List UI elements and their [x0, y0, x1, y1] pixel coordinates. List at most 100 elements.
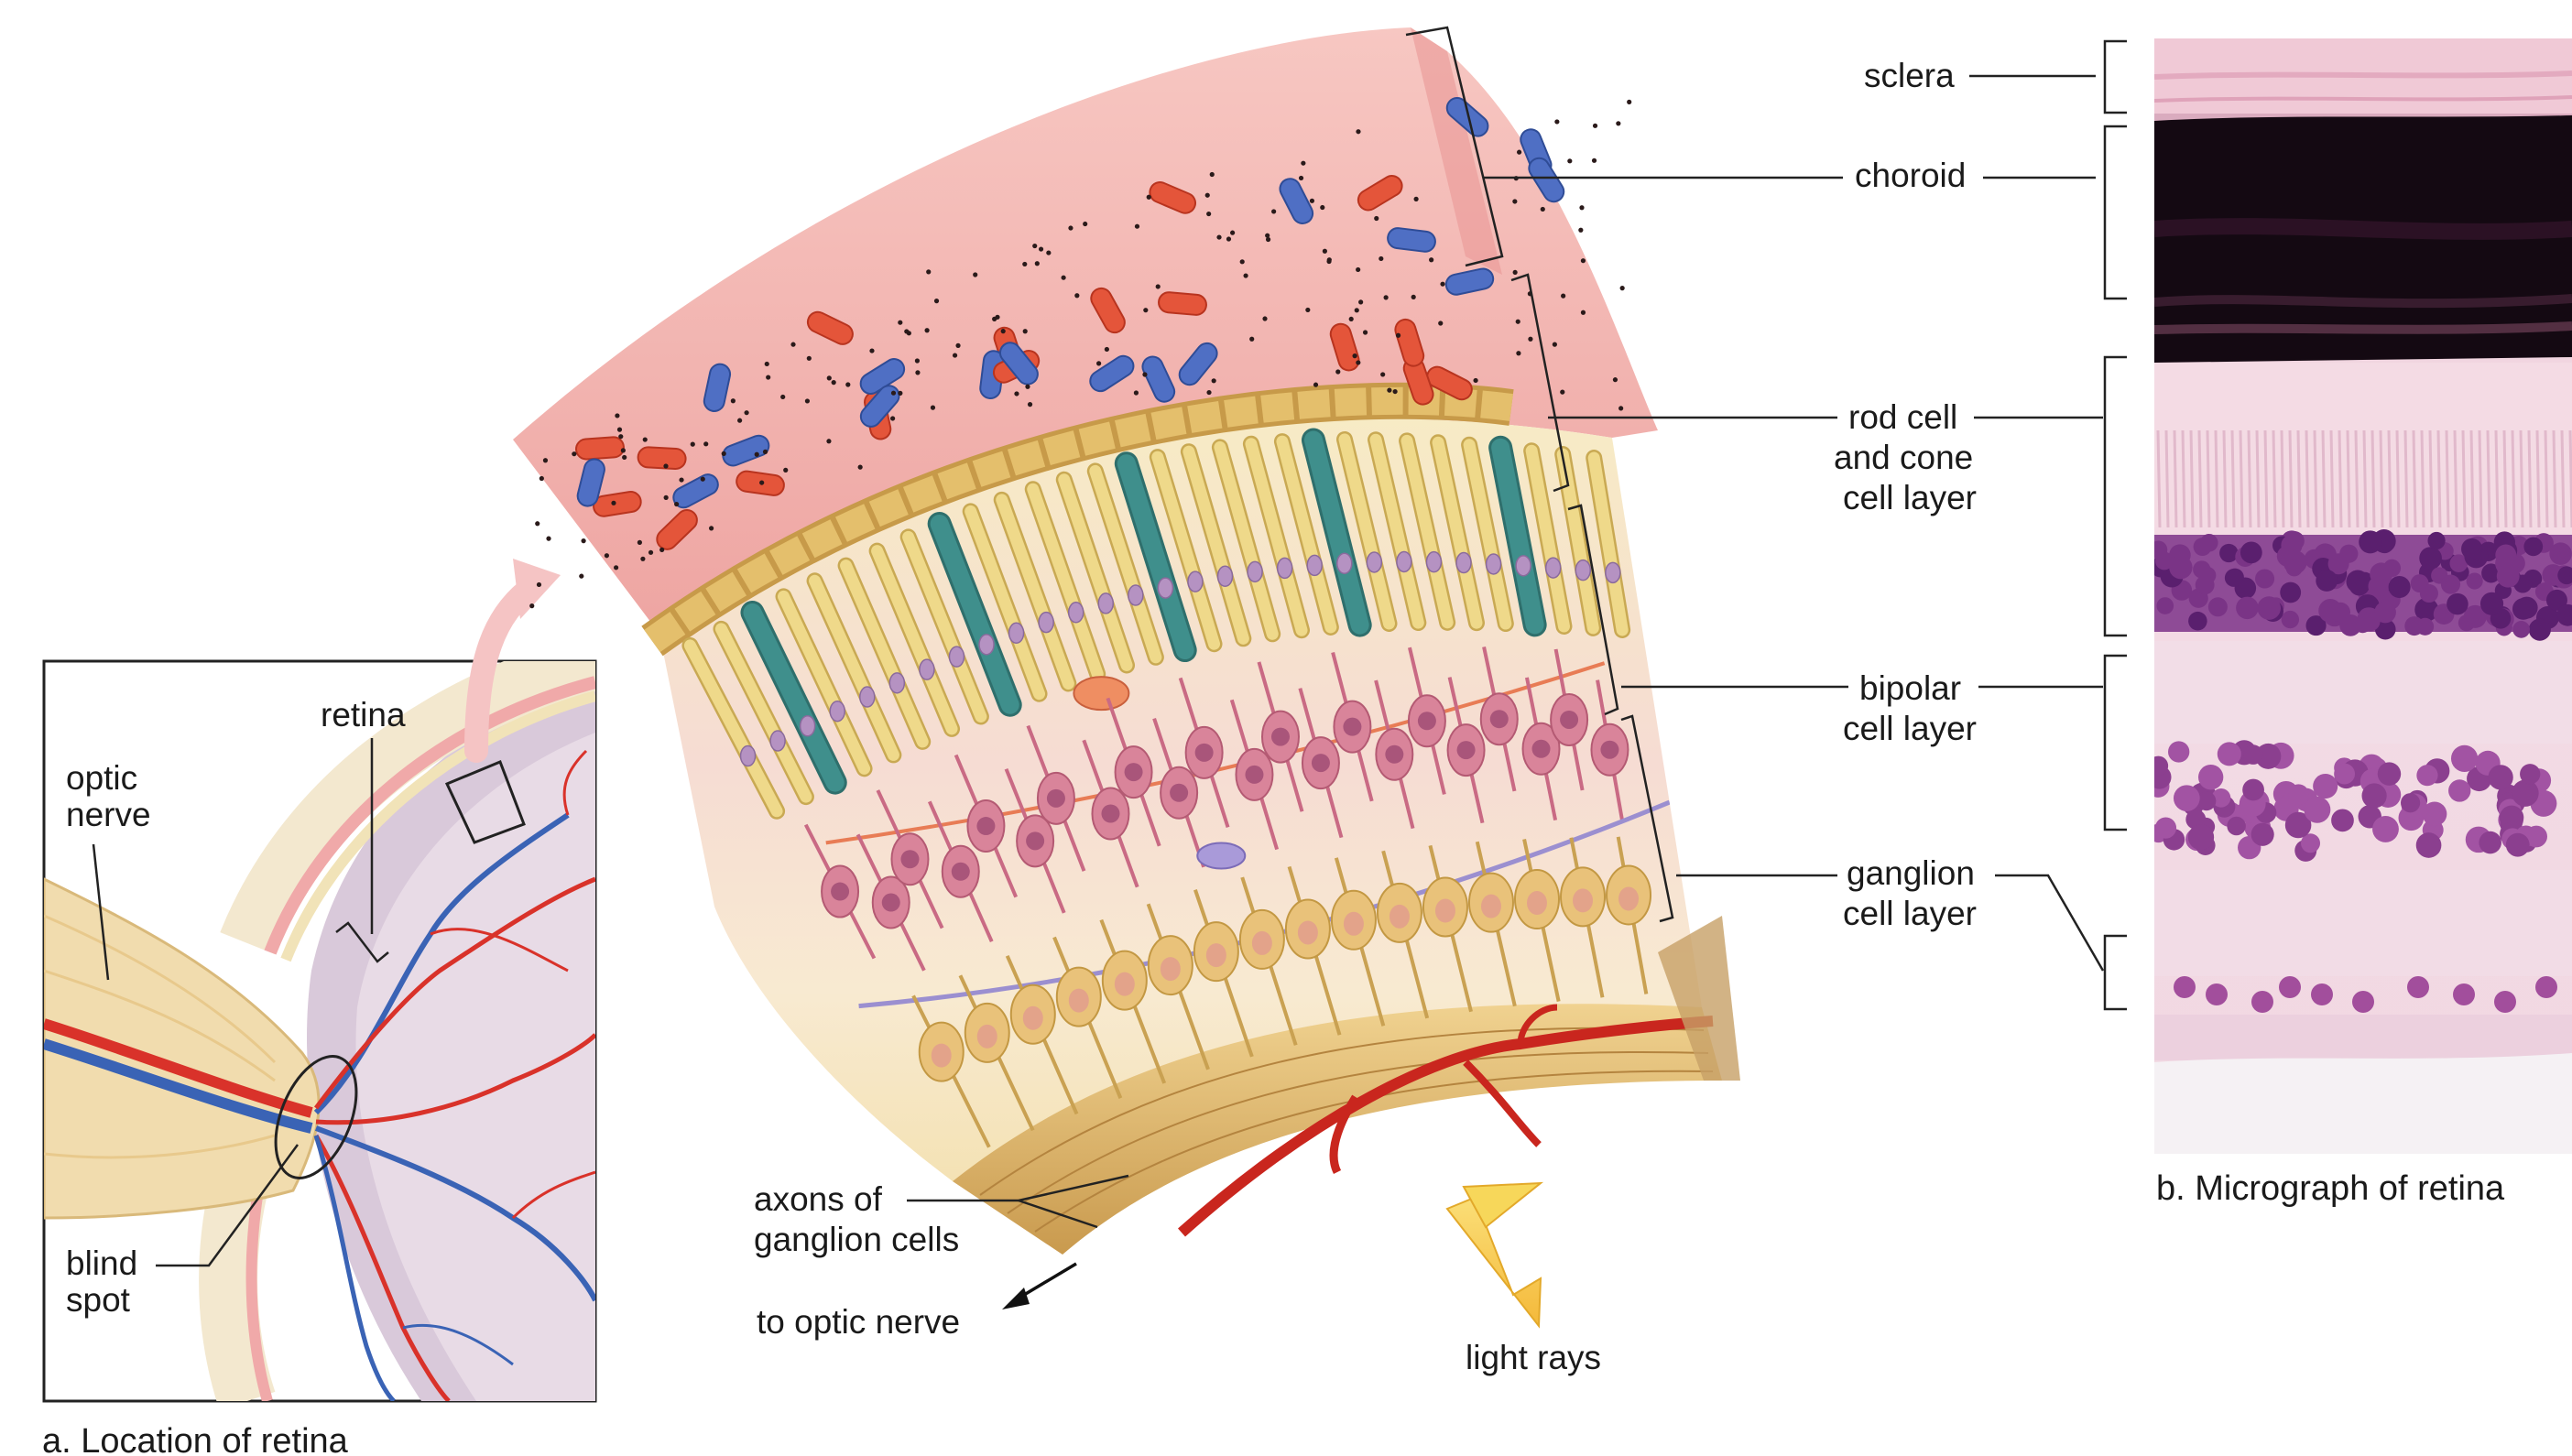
pigment-speck	[1068, 225, 1073, 231]
choroid-cell	[1178, 342, 1218, 386]
pigment-speck	[1358, 299, 1364, 305]
pigment-speck	[845, 382, 851, 387]
outer-nuclear-cell	[2466, 572, 2483, 590]
choroid-cell	[1089, 354, 1135, 393]
photoreceptor-nucleus	[1366, 551, 1383, 573]
pigment-speck	[1627, 99, 1632, 104]
pigment-speck	[616, 427, 623, 432]
bipolar-nucleus	[1600, 740, 1619, 759]
outer-nuclear-cell	[2382, 559, 2402, 578]
photoreceptor-nucleus	[1187, 570, 1204, 592]
label-optic-nerve-line1: optic	[66, 759, 137, 797]
inner-nuclear-cell	[2255, 743, 2282, 769]
pigment-speck	[536, 581, 542, 588]
pigment-speck	[764, 361, 769, 367]
bipolar-nucleus	[900, 850, 920, 869]
pigment-speck	[614, 565, 619, 570]
inner-nuclear-cell	[2479, 831, 2501, 854]
choroid-cell	[1387, 227, 1436, 253]
outer-nuclear-cell	[2255, 569, 2275, 589]
pigment-speck	[1356, 266, 1361, 273]
amacrine-cell	[1196, 842, 1247, 870]
red-blood-cell	[1426, 365, 1473, 401]
pigment-speck	[1230, 230, 1236, 235]
outer-nuclear-cell	[2188, 611, 2207, 631]
outer-nuclear-cell	[2557, 566, 2572, 585]
outer-nuclear-cell	[2449, 554, 2468, 573]
pigment-speck	[581, 538, 586, 544]
ganglion-nucleus-micro	[2494, 991, 2516, 1013]
outer-nuclear-cell	[2207, 597, 2228, 617]
ganglion-nucleus-micro	[2251, 991, 2273, 1013]
choroid-cell	[1279, 178, 1314, 224]
ganglion-nucleus-micro	[2206, 983, 2228, 1005]
pigment-speck	[642, 437, 648, 442]
photoreceptor-striation	[2263, 429, 2269, 528]
pigment-speck	[780, 394, 786, 400]
pigment-speck	[539, 475, 544, 482]
pigment-speck	[730, 398, 736, 404]
outer-nuclear-cell	[2542, 564, 2565, 586]
photoreceptor-striation	[2486, 429, 2491, 528]
outer-nuclear-cell	[2414, 597, 2439, 622]
ganglion-nucleus	[1389, 904, 1410, 929]
pigment-speck	[1083, 221, 1088, 227]
ganglion-nucleus	[1251, 930, 1272, 955]
pigment-speck	[926, 269, 932, 275]
photoreceptor-striation	[2313, 429, 2318, 528]
ganglion-nucleus	[1205, 943, 1226, 968]
inner-nuclear-cell	[2211, 788, 2231, 808]
outer-nuclear-cell	[2388, 575, 2411, 599]
inner-nuclear-cell	[2512, 779, 2539, 807]
photoreceptor-nucleus	[859, 686, 876, 708]
pigment-speck	[700, 476, 705, 482]
retina-cross-section-illustration	[513, 27, 1740, 1255]
pigment-speck	[1356, 360, 1361, 365]
photoreceptor-striation	[2511, 429, 2516, 528]
pigment-speck	[1249, 336, 1255, 342]
outer-nuclear-cell	[2461, 538, 2483, 560]
pigment-speck	[1271, 209, 1277, 214]
pigment-speck	[1612, 377, 1618, 383]
panel-a-eye-location: retina optic nerve blind spot	[42, 559, 597, 1403]
pigment-speck	[679, 477, 684, 483]
pigment-speck	[604, 553, 609, 559]
inner-nuclear-cell	[2372, 815, 2399, 842]
pigment-speck	[721, 451, 726, 456]
inner-nuclear-cell	[2187, 824, 2215, 851]
choroid-cell	[1444, 267, 1495, 296]
pigment-speck	[1133, 390, 1139, 396]
inner-nuclear-cell	[2505, 832, 2530, 857]
label-retina: retina	[321, 696, 406, 733]
ganglion-nucleus	[1297, 920, 1318, 945]
red-blood-cell	[1158, 291, 1207, 316]
pigment-speck	[1146, 194, 1151, 200]
label-ganglion-line2: cell layer	[1843, 895, 1977, 932]
outer-nuclear-cell	[2496, 564, 2520, 588]
inner-nuclear-cell	[2227, 816, 2246, 836]
label-optic-nerve-line2: nerve	[66, 796, 151, 833]
inner-nuclear-cell	[2197, 765, 2224, 790]
photoreceptor-striation	[2535, 429, 2541, 528]
bipolar-nucleus	[1343, 717, 1362, 736]
pigment-speck	[1380, 372, 1386, 377]
inner-nuclear-cell	[2334, 763, 2356, 785]
pigment-speck	[1528, 336, 1533, 342]
photoreceptor-nucleus	[1425, 550, 1443, 573]
bipolar-nucleus	[1124, 763, 1143, 782]
pigment-speck	[659, 547, 665, 552]
pigment-speck	[992, 316, 997, 321]
outer-nuclear-cell	[2154, 540, 2168, 560]
photoreceptor-striation	[2395, 429, 2401, 528]
photoreceptor-nucleus	[948, 646, 965, 668]
photoreceptor-striation	[2305, 429, 2310, 528]
pigment-speck	[546, 536, 551, 541]
ganglion-nucleus	[1068, 988, 1089, 1013]
photoreceptor-striation	[2214, 429, 2219, 528]
ganglion-nucleus	[1343, 911, 1364, 936]
bipolar-nucleus	[951, 862, 970, 881]
bipolar-nucleus	[1270, 727, 1290, 746]
outer-nuclear-cell	[2404, 616, 2425, 636]
pigment-speck	[1262, 316, 1268, 321]
outer-nuclear-cell	[2236, 596, 2259, 620]
